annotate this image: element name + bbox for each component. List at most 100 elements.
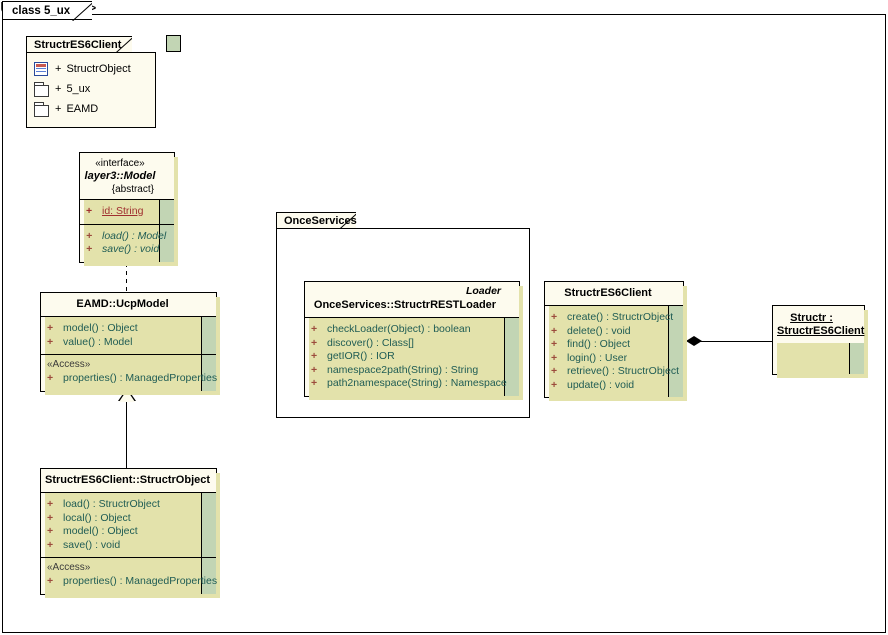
operation-row[interactable]: + create() : StructrObject: [545, 311, 673, 325]
visibility-marker: +: [47, 335, 54, 348]
visibility-marker: +: [55, 103, 62, 115]
class-name: StructrES6Client: [564, 287, 652, 299]
visibility-marker: +: [551, 338, 558, 350]
operation-label: path2namespace(String) : Namespace: [327, 377, 507, 389]
class-stereotype-label: Loader: [305, 282, 519, 298]
visibility-marker: +: [311, 350, 318, 362]
operation-label: load() : StructrObject: [63, 498, 160, 510]
operation-row[interactable]: +namespace2path(String) : String: [305, 364, 503, 378]
operation-row[interactable]: +model() : Object: [41, 525, 200, 539]
class-structres6client-structrobject[interactable]: StructrES6Client::StructrObject + load() …: [40, 468, 220, 597]
object-name-line1: Structr :: [790, 312, 833, 324]
operation-row[interactable]: + properties() : ManagedProperties: [41, 372, 217, 386]
class-name: OnceServices::StructrRESTLoader: [313, 299, 497, 311]
operation-label: model() : Object: [63, 525, 138, 537]
operation-label: find() : Object: [567, 338, 631, 350]
operation-label: properties() : ManagedProperties: [63, 575, 218, 587]
package-item-structrobject[interactable]: + StructrObject: [27, 59, 155, 79]
operation-row[interactable]: +value() : Model: [41, 336, 200, 350]
package-header-tab: OnceServices: [276, 212, 357, 229]
operation-row[interactable]: +load() : Model: [80, 229, 166, 244]
access-stereotype: «Access»: [47, 359, 91, 370]
visibility-marker: +: [311, 336, 318, 349]
interface-operations: +load() : Model +save() : void: [80, 223, 174, 262]
operation-label: save() : void: [102, 243, 160, 255]
visibility-marker: +: [47, 511, 54, 524]
operation-row[interactable]: + getIOR() : IOR: [305, 350, 503, 364]
package-name-label: StructrES6Client: [34, 39, 122, 51]
class-access-section: «Access» + properties() : ManagedProperti…: [41, 354, 217, 391]
visibility-marker: +: [47, 538, 54, 551]
package-item-5ux[interactable]: + 5_ux: [27, 79, 155, 99]
composition-line: [700, 341, 772, 342]
operation-row[interactable]: +login() : User: [545, 352, 667, 366]
operation-label: update() : void: [567, 378, 635, 391]
operation-row[interactable]: +model() : Object: [41, 322, 200, 336]
visibility-marker: +: [55, 83, 62, 95]
attribute-row[interactable]: +id: String: [80, 205, 156, 219]
visibility-marker: +: [47, 322, 54, 334]
class-header: OnceServices::StructrRESTLoader: [305, 298, 519, 318]
package-icon: [34, 102, 49, 117]
operation-label: discover() : Class[]: [327, 336, 414, 349]
operation-row[interactable]: +delete() : void: [545, 325, 667, 339]
operation-label: create() : StructrObject: [567, 311, 674, 323]
operation-label: checkLoader(Object) : boolean: [327, 323, 471, 335]
visibility-marker: +: [47, 372, 54, 384]
operation-row[interactable]: +save() : void: [80, 243, 160, 257]
object-header: Structr : StructrES6Client: [773, 306, 864, 343]
visibility-marker: +: [551, 311, 558, 323]
operation-row[interactable]: + save() : void: [41, 539, 200, 553]
package-structres6client[interactable]: StructrES6Client + StructrObject + 5_ux …: [26, 35, 181, 128]
operation-row[interactable]: +update() : void: [545, 379, 667, 393]
class-header: StructrES6Client: [545, 282, 683, 306]
package-contents: + StructrObject + 5_ux + EAMD: [26, 52, 156, 128]
operation-row[interactable]: + checkLoader(Object) : boolean: [305, 323, 503, 337]
package-item-label: EAMD: [66, 103, 99, 115]
visibility-marker: +: [47, 498, 54, 510]
visibility-marker: +: [47, 575, 54, 587]
element-green-stripe: [201, 293, 216, 391]
operation-row[interactable]: + discover() : Class[]: [305, 337, 503, 351]
interface-layer3-model[interactable]: «interface» layer3::Model {abstract} +id…: [79, 152, 178, 265]
class-eamd-ucpmodel[interactable]: EAMD::UcpModel +model() : Object +value(…: [40, 292, 220, 394]
interface-header: «interface» layer3::Model {abstract}: [80, 153, 174, 200]
visibility-marker: +: [551, 351, 558, 364]
package-item-label: StructrObject: [66, 63, 131, 75]
visibility-marker: +: [311, 377, 318, 389]
visibility-marker: +: [86, 229, 93, 242]
class-onceservices-structrrestloader[interactable]: Loader OnceServices::StructrRESTLoader +…: [304, 281, 523, 399]
attribute-label: id: String: [102, 205, 144, 217]
visibility-marker: +: [551, 324, 558, 337]
operation-row[interactable]: + properties() : ManagedProperties: [41, 575, 217, 589]
composition-diamond: [686, 336, 702, 346]
operation-label: save() : void: [63, 538, 121, 551]
operation-row[interactable]: + local() : Object: [41, 512, 200, 526]
class-structres6client[interactable]: StructrES6Client + create() : StructrObje…: [544, 281, 687, 401]
class-name: StructrES6Client::StructrObject: [45, 474, 211, 486]
element-green-stripe: [201, 469, 216, 594]
operation-label: getIOR() : IOR: [327, 350, 395, 362]
visibility-marker: +: [311, 323, 318, 335]
interface-stereotype: «interface»: [95, 158, 145, 169]
operation-row[interactable]: + find() : Object: [545, 338, 667, 352]
class-operations: + create() : StructrObject +delete() : vo…: [545, 306, 683, 397]
realization-dashed-line: [126, 263, 127, 291]
operation-row[interactable]: +retrieve() : StructrObject: [545, 365, 679, 379]
operation-label: properties() : ManagedProperties: [63, 372, 218, 384]
class-operations: + checkLoader(Object) : boolean + discover…: [305, 318, 519, 396]
operation-row[interactable]: + load() : StructrObject: [41, 498, 200, 512]
package-icon: [34, 82, 49, 97]
package-item-eamd[interactable]: + EAMD: [27, 99, 155, 119]
diagram-title-tab[interactable]: class 5_ux: [2, 1, 93, 20]
element-green-stripe: [668, 282, 683, 397]
object-structr-instance[interactable]: Structr : StructrES6Client: [772, 305, 868, 378]
class-operations: + load() : StructrObject + local() : Objec…: [41, 493, 216, 557]
operation-row[interactable]: + path2namespace(String) : Namespace: [305, 377, 507, 391]
package-item-label: 5_ux: [66, 83, 91, 95]
object-name-line2: StructrES6Client: [777, 325, 865, 337]
operation-label: local() : Object: [63, 511, 131, 524]
tab-underline: [3, 19, 93, 20]
package-header-green-stripe: [166, 35, 181, 52]
package-header-tab: StructrES6Client: [26, 36, 132, 53]
